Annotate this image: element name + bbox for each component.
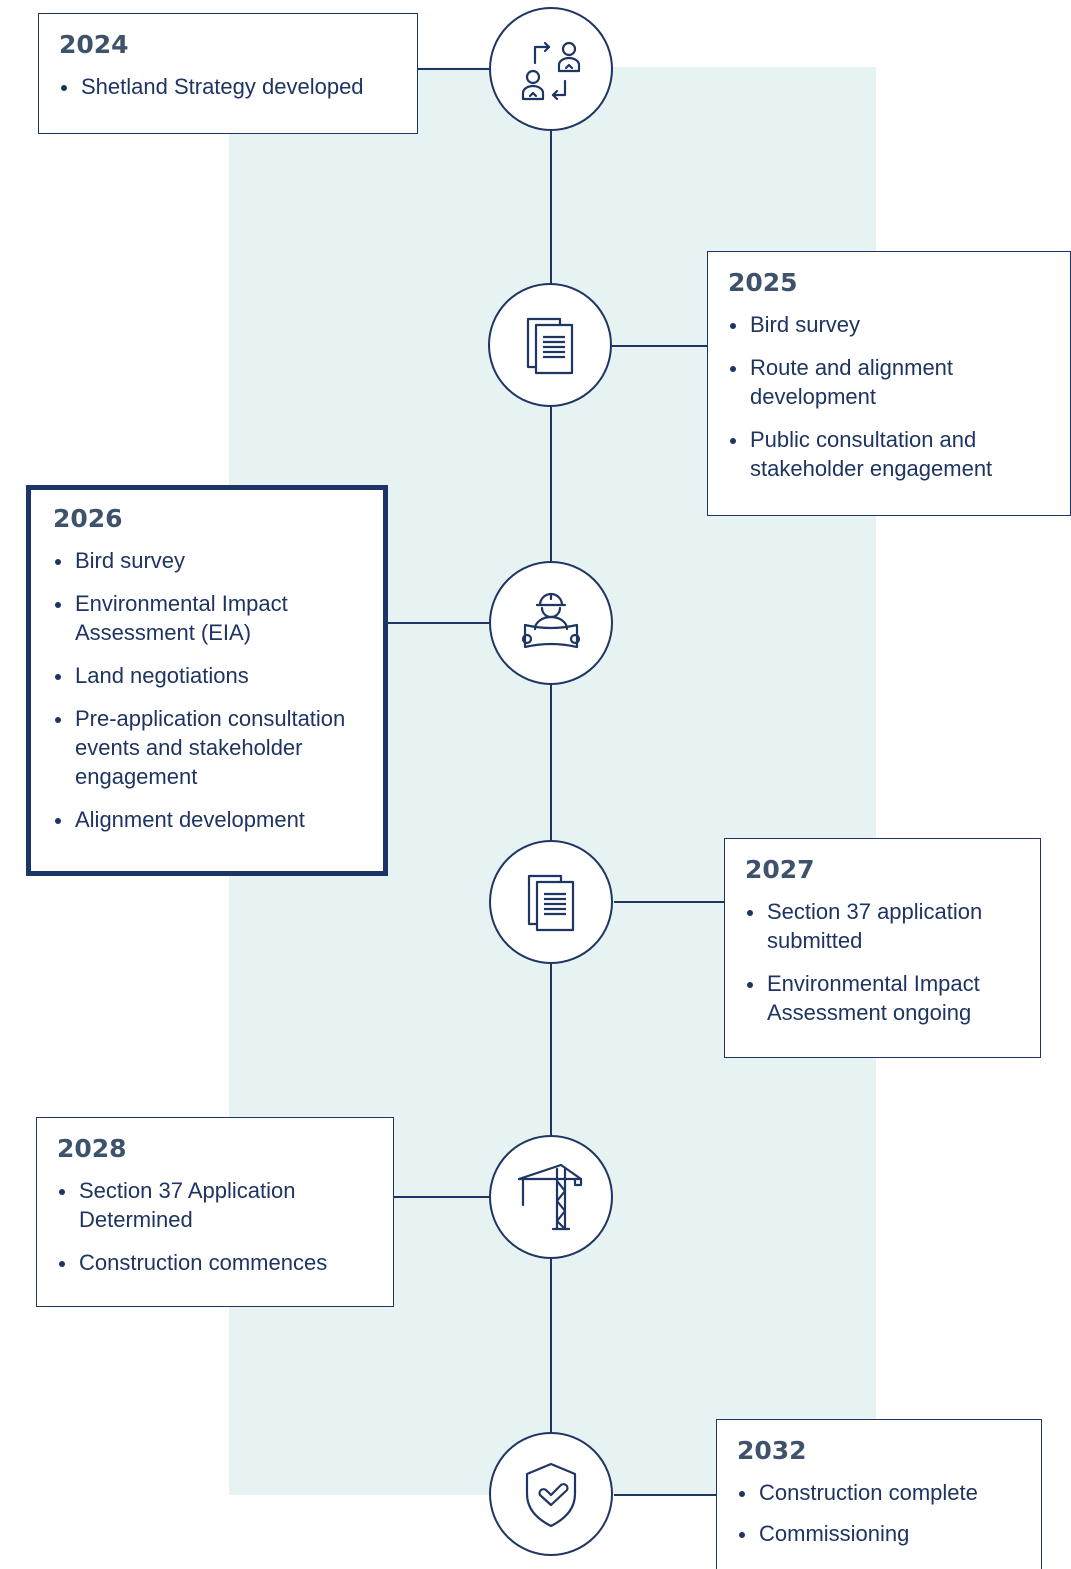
year-label: 2026 xyxy=(53,504,123,533)
timeline-card-2028: 2028 Section 37 Application Determined C… xyxy=(36,1117,394,1307)
shield-check-icon xyxy=(489,1432,613,1556)
milestone-list: Bird survey Environmental Impact Assessm… xyxy=(53,546,369,834)
connector-2025 xyxy=(612,345,708,347)
list-item: Construction complete xyxy=(737,1478,1023,1507)
timeline-spine xyxy=(550,70,552,1510)
document-icon xyxy=(489,840,613,964)
list-item: Route and alignment development xyxy=(728,353,1060,411)
milestone-list: Construction complete Commissioning xyxy=(737,1478,1023,1548)
timeline-card-2024: 2024 Shetland Strategy developed xyxy=(38,13,418,134)
year-label: 2024 xyxy=(59,30,129,59)
engineer-icon xyxy=(489,561,613,685)
list-item: Public consultation and stakeholder enga… xyxy=(728,425,1060,483)
year-label: 2025 xyxy=(728,268,798,297)
list-item: Section 37 Application Determined xyxy=(57,1176,375,1234)
list-item: Environmental Impact Assessment ongoing xyxy=(745,969,1022,1027)
connector-2032 xyxy=(614,1494,716,1496)
timeline-card-2025: 2025 Bird survey Route and alignment dev… xyxy=(707,251,1071,516)
list-item: Section 37 application submitted xyxy=(745,897,1022,955)
list-item: Pre-application consultation events and … xyxy=(53,704,369,791)
timeline-card-2032: 2032 Construction complete Commissioning xyxy=(716,1419,1042,1569)
timeline-card-2026: 2026 Bird survey Environmental Impact As… xyxy=(26,485,388,876)
document-icon xyxy=(488,283,612,407)
connector-2024 xyxy=(417,68,489,70)
year-label: 2032 xyxy=(737,1436,807,1465)
connector-2027 xyxy=(614,901,724,903)
list-item: Bird survey xyxy=(728,310,1060,339)
list-item: Alignment development xyxy=(53,805,369,834)
list-item: Shetland Strategy developed xyxy=(59,72,399,101)
connector-2026 xyxy=(387,622,490,624)
list-item: Commissioning xyxy=(737,1519,1023,1548)
milestone-list: Section 37 Application Determined Constr… xyxy=(57,1176,375,1277)
milestone-list: Section 37 application submitted Environ… xyxy=(745,897,1022,1027)
milestone-list: Bird survey Route and alignment developm… xyxy=(728,310,1060,483)
connector-2028 xyxy=(393,1196,490,1198)
list-item: Bird survey xyxy=(53,546,369,575)
timeline-card-2027: 2027 Section 37 application submitted En… xyxy=(724,838,1041,1058)
list-item: Environmental Impact Assessment (EIA) xyxy=(53,589,369,647)
milestone-list: Shetland Strategy developed xyxy=(59,72,399,101)
people-exchange-icon xyxy=(489,7,613,131)
year-label: 2027 xyxy=(745,855,815,884)
list-item: Construction commences xyxy=(57,1248,375,1277)
crane-icon xyxy=(489,1135,613,1259)
list-item: Land negotiations xyxy=(53,661,369,690)
year-label: 2028 xyxy=(57,1134,127,1163)
